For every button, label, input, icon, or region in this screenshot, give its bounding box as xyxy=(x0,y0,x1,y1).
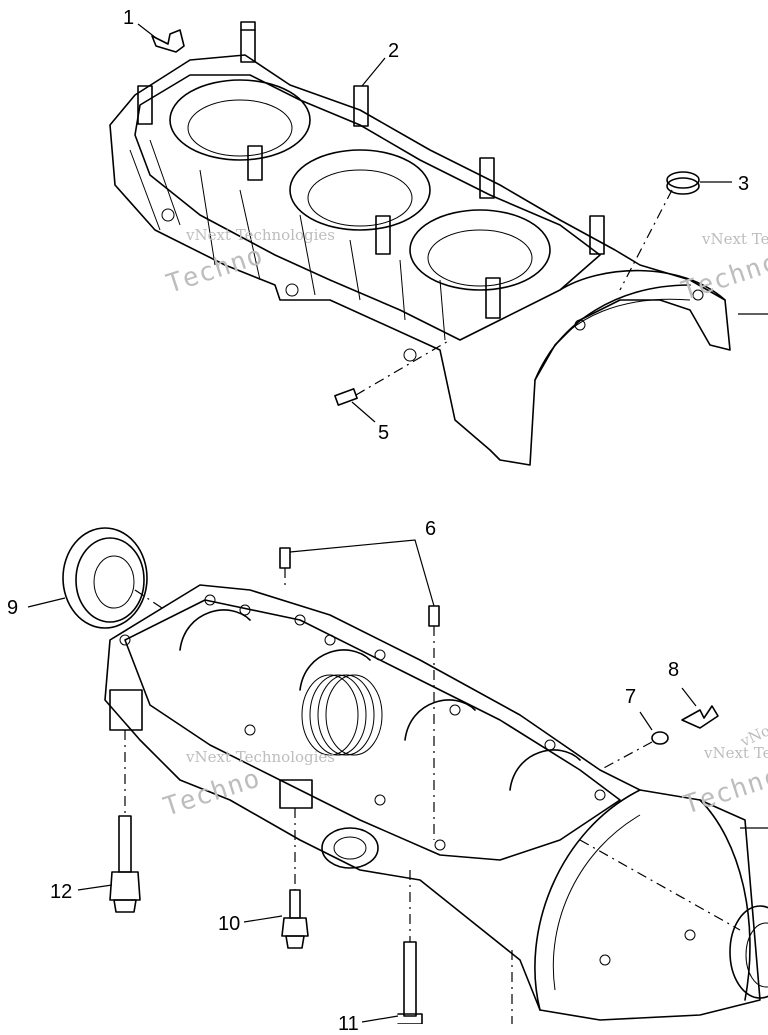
callout-1: 1 xyxy=(123,7,135,29)
callout-12: 12 xyxy=(50,881,73,903)
lower-crankcase-half xyxy=(27,313,768,1024)
callout-8: 8 xyxy=(668,659,680,681)
callout-7: 7 xyxy=(625,686,637,708)
callout-2: 2 xyxy=(388,40,400,62)
callout-3: 3 xyxy=(738,173,750,195)
callout-11: 11 xyxy=(338,1013,359,1035)
callout-5: 5 xyxy=(378,422,390,444)
upper-crankcase-half xyxy=(109,21,732,466)
callout-10: 10 xyxy=(218,913,241,935)
callout-9: 9 xyxy=(7,597,19,619)
callout-6: 6 xyxy=(425,518,437,540)
